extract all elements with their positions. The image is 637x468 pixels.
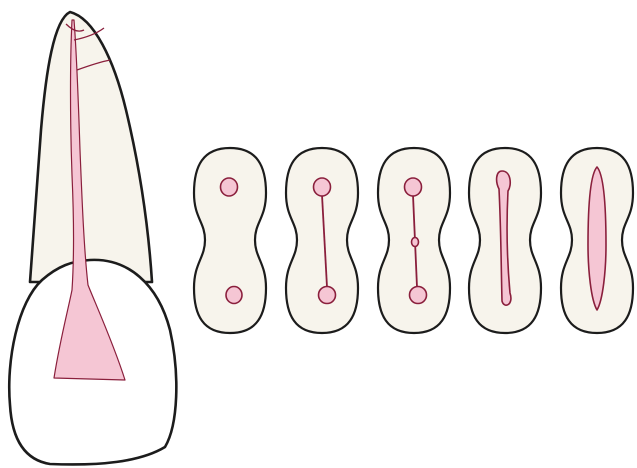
canal-lumen-accessory bbox=[412, 238, 419, 247]
tooth-longitudinal-view bbox=[9, 12, 176, 464]
cross-section-1 bbox=[194, 148, 266, 333]
cross-section-2 bbox=[286, 148, 358, 333]
canal-lumen-lingual bbox=[410, 287, 427, 304]
cross-section-3 bbox=[378, 148, 450, 333]
canal-lumen-lingual bbox=[226, 287, 242, 304]
tooth-root bbox=[30, 12, 152, 282]
canal-lumen-buccal bbox=[221, 178, 238, 196]
cross-section-outline bbox=[286, 148, 358, 333]
canal-lumen-lingual bbox=[319, 287, 336, 304]
cross-section-5 bbox=[561, 148, 633, 333]
canal-lumen-ribbon bbox=[588, 167, 606, 310]
canal-lumen-buccal bbox=[314, 178, 331, 196]
cross-section-outline bbox=[194, 148, 266, 333]
canal-lumen-buccal bbox=[405, 178, 422, 196]
cross-sections bbox=[194, 148, 633, 333]
cross-section-4 bbox=[469, 148, 541, 333]
